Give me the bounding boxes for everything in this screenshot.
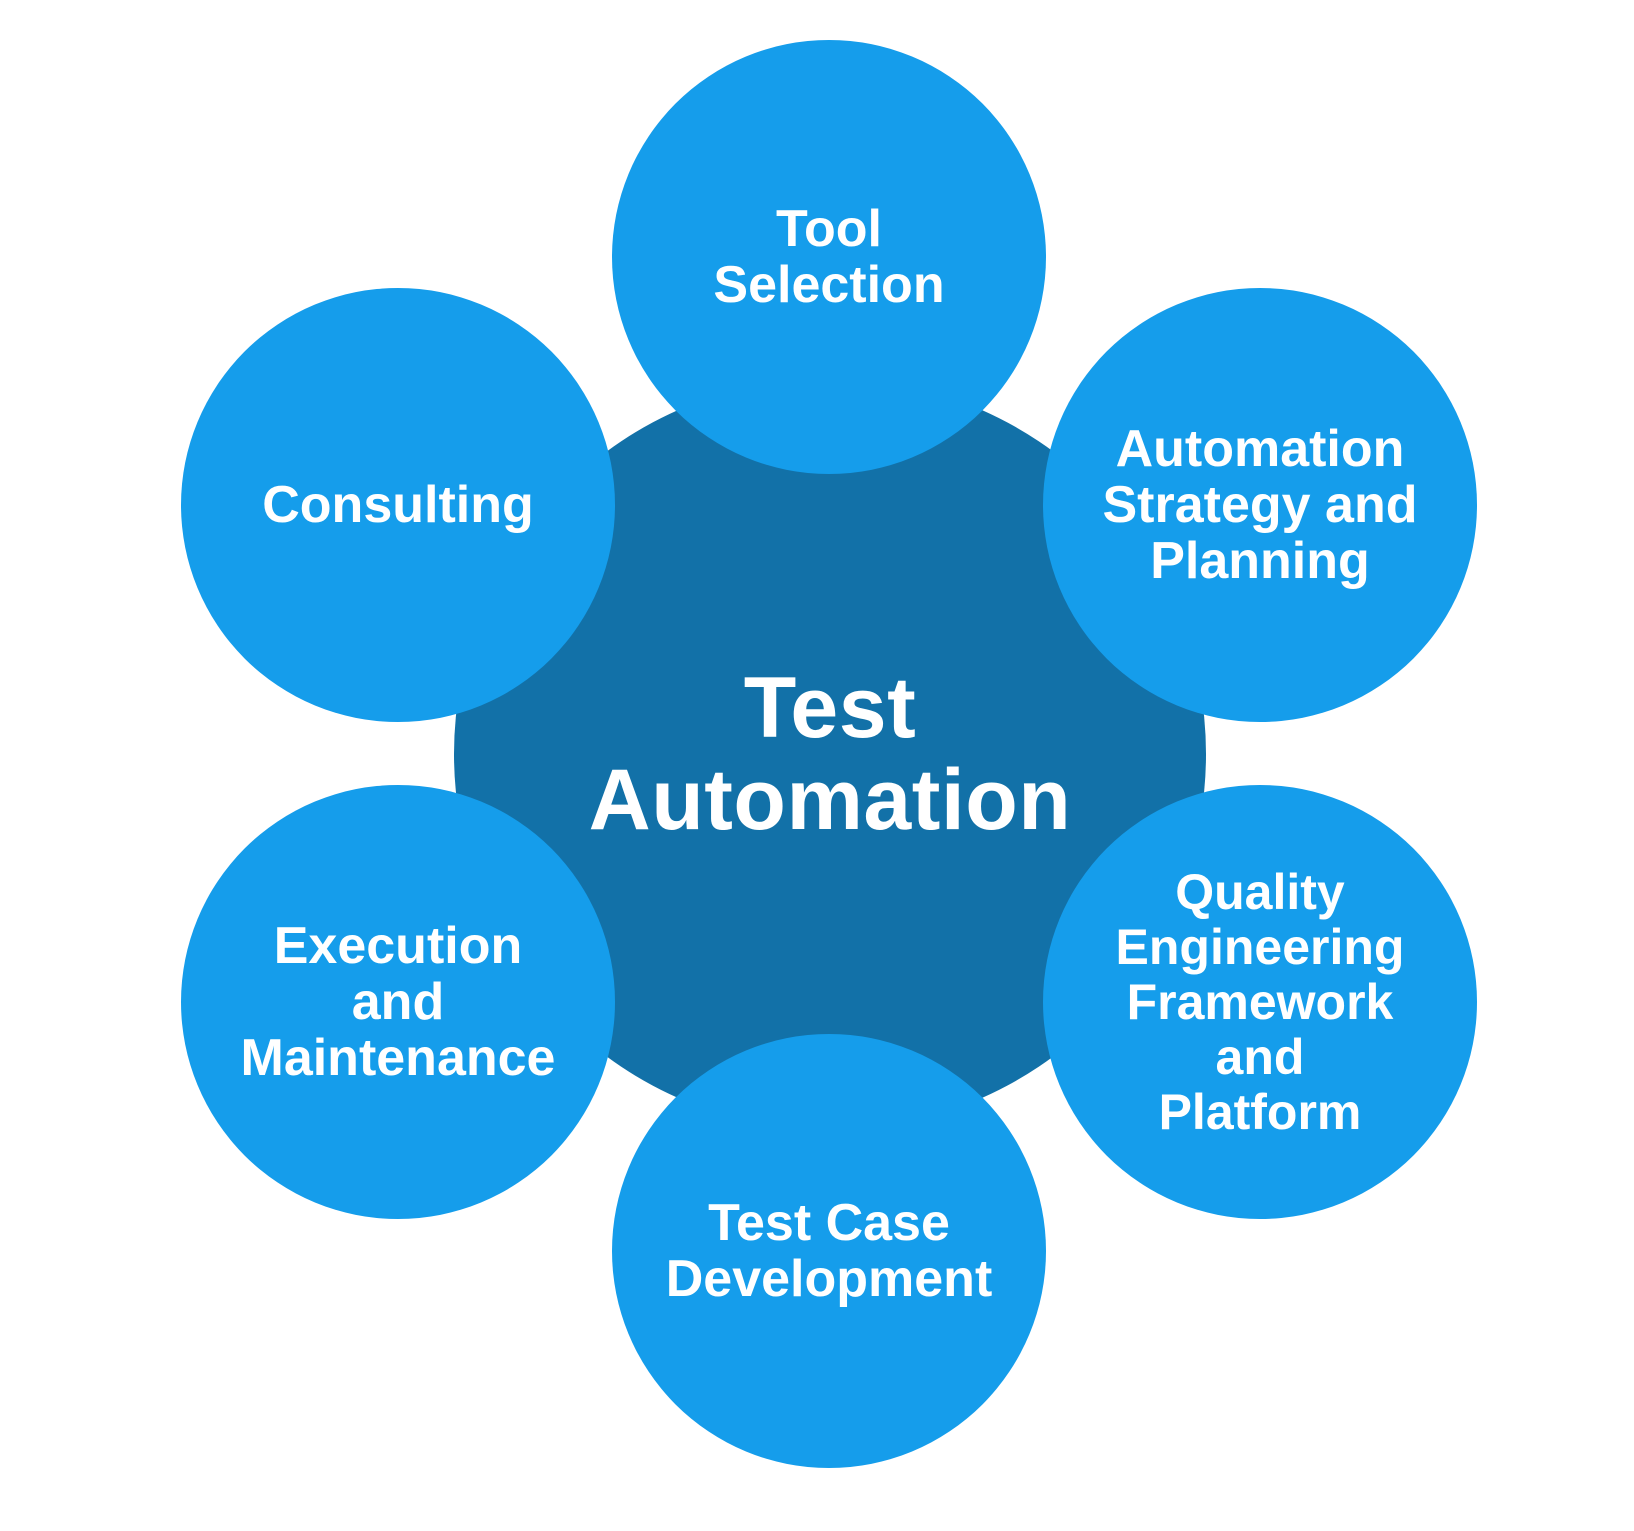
satellite-label-line: Execution	[273, 917, 523, 975]
satellite-label-line: Test Case	[708, 1194, 950, 1252]
satellite-automation-strategy-and-planning[interactable]: Automation Strategy and Planning	[1043, 288, 1477, 722]
satellite-label: Test Case Development	[666, 1195, 993, 1307]
satellite-label: Execution and Maintenance	[241, 918, 556, 1086]
hub-label-line: Automation	[588, 752, 1072, 848]
satellite-label-line: Engineering	[1115, 918, 1405, 975]
satellite-execution-and-maintenance[interactable]: Execution and Maintenance	[181, 785, 615, 1219]
satellite-label-line: Maintenance	[240, 1029, 556, 1087]
satellite-label-line: and	[351, 973, 445, 1031]
hub-label: Test Automation	[589, 662, 1072, 846]
satellite-label-line: Automation	[1115, 420, 1405, 478]
satellite-label: Quality Engineering Framework and Platfo…	[1115, 863, 1405, 1140]
satellite-consulting[interactable]: Consulting	[181, 288, 615, 722]
satellite-label: Automation Strategy and Planning	[1103, 421, 1418, 589]
satellite-label-line: Tool	[776, 200, 882, 258]
satellite-label-line: Planning	[1150, 532, 1370, 590]
satellite-label: Tool Selection	[713, 201, 944, 313]
satellite-quality-engineering-framework[interactable]: Quality Engineering Framework and Platfo…	[1043, 785, 1477, 1219]
satellite-tool-selection[interactable]: Tool Selection	[612, 40, 1046, 474]
satellite-label-line: Quality	[1175, 863, 1345, 920]
satellite-label-line: Development	[665, 1250, 993, 1308]
satellite-label-line: Framework	[1126, 973, 1394, 1030]
satellite-label-line: Selection	[713, 256, 945, 314]
hub-label-line: Test	[743, 660, 917, 756]
satellite-label-line: and	[1215, 1028, 1305, 1085]
satellite-label-line: Consulting	[262, 476, 534, 534]
satellite-test-case-development[interactable]: Test Case Development	[612, 1034, 1046, 1468]
satellite-label: Consulting	[262, 477, 534, 533]
satellite-label-line: Platform	[1158, 1083, 1362, 1140]
satellite-label-line: Strategy and	[1102, 476, 1418, 534]
